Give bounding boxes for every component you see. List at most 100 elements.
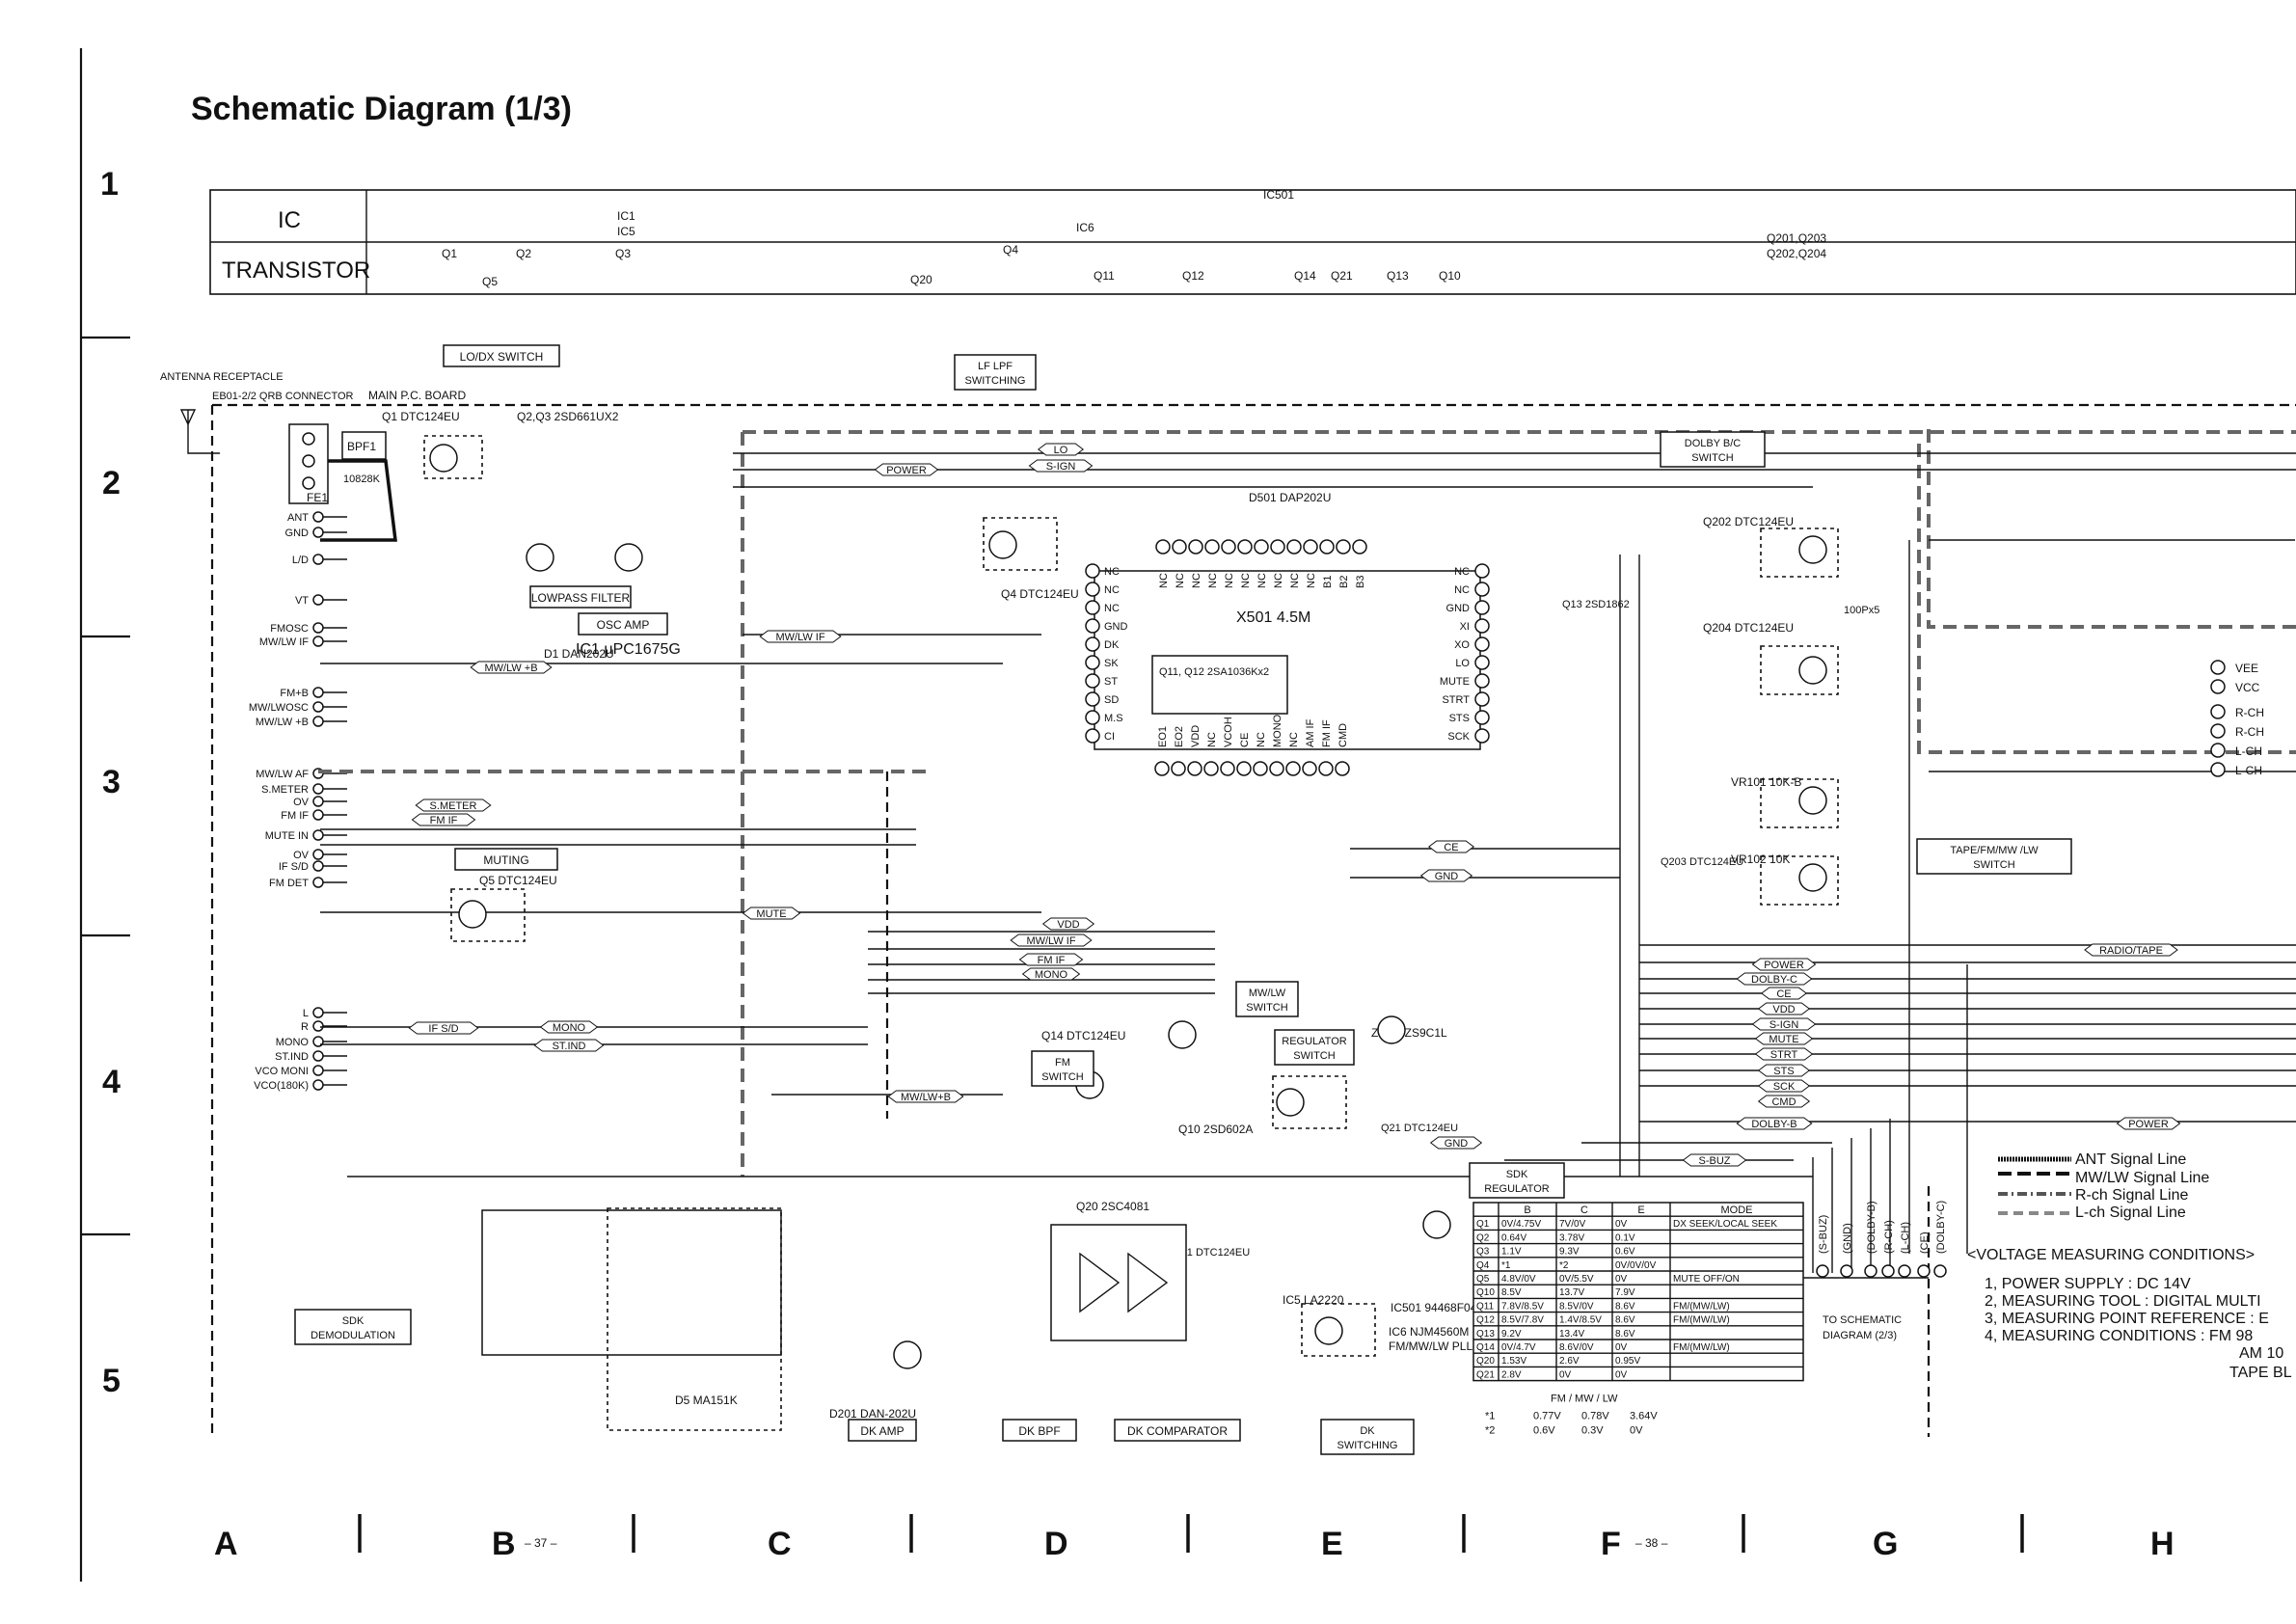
component-label: Q204 DTC124EU [1703,621,1794,635]
ic501-pin-label: STS [1449,713,1470,724]
ic501-pin [1187,761,1202,776]
right-connector-pin [2210,660,2226,675]
connector-pin-label: FM+B [280,688,309,699]
block-label-box [1469,1162,1565,1199]
column-ruler: A B – 37 – C D E F – 38 – G H [214,1514,2174,1562]
ic5-block [481,1207,782,1431]
connector-pin-label: ST.IND [275,1051,309,1063]
bottom-bus-pin [1898,1264,1911,1278]
bus-signal-label: FM IF [430,815,458,826]
block-label-box [529,585,632,609]
bus-signal-label: POWER [2128,1119,2169,1130]
ic501-pin [1269,761,1284,776]
header-transistor-entry: Q11 [1094,269,1115,283]
voltage-table-header: MODE [1721,1204,1753,1216]
connector-pin [312,783,324,795]
transistor-symbols [429,444,1827,1369]
ic501-pin-label: NC [1175,573,1186,588]
voltage-table-cell: 0V/5.5V [1559,1274,1594,1285]
block-label-box [1916,838,2072,875]
voltage-table-cell: 2.6V [1559,1356,1580,1367]
voltage-table-cell: 13.4V [1559,1329,1584,1340]
ic501-pin-label: B3 [1355,576,1366,588]
voltage-table-cell: 0V/0V/0V [1615,1260,1657,1271]
header-transistor-entry: Q14 [1294,269,1316,283]
bottom-bus-pin [1816,1264,1829,1278]
block-label-box [954,354,1037,391]
bus-signal-tag [759,630,842,643]
ic501-pin-label: SCK [1447,731,1470,743]
column-letter: A [214,1526,238,1562]
component-label: Q203 DTC124EU [1661,856,1743,868]
bus-signal-tag [1754,1047,1814,1061]
conditions-line: 4, MEASURING CONDITIONS : FM 98 [1985,1328,2253,1344]
voltage-table-cell: Q3 [1476,1247,1490,1258]
bottom-bus-pin [1917,1264,1931,1278]
component-label: BPF1 [347,440,376,453]
block-label: LO/DX SWITCH [460,350,544,364]
ic501-pin [1474,618,1490,634]
page-title: Schematic Diagram (1/3) [191,91,572,127]
right-connector-pin [2210,762,2226,777]
block-label: SWITCH [1041,1071,1083,1083]
ic501-pin-label: MONO [1272,714,1283,747]
bus-signal-label: MW/LW IF [1026,935,1075,947]
block-label-box [443,344,560,367]
bus-signal-label: GND [1445,1138,1469,1150]
bus-signal-tag [1427,840,1475,853]
block-label-box [578,612,668,636]
bus-signal-label: IF S/D [428,1023,458,1035]
connector-pin [312,1079,324,1091]
right-connector-pin [2210,743,2226,758]
header-transistor-entry: Q21 [1331,269,1353,283]
voltage-table-cell: 8.6V [1615,1315,1635,1326]
block-label: SWITCHING [965,375,1026,387]
connector-pin [312,716,324,727]
connector-pin-label: MONO [276,1037,310,1048]
connector-pin-label: VCO MONI [255,1066,309,1077]
bus-signal-tag [2084,943,2178,957]
block-label: LF LPF [978,361,1013,372]
to-schematic-line: TO SCHEMATIC [1823,1314,1902,1326]
ic501-pin [1474,691,1490,707]
block-label: MUTING [483,853,528,867]
ic501-pin-label: VCOH [1223,717,1234,747]
block-label: SWITCH [1973,859,2014,871]
conditions-line: AM 10 [2239,1345,2283,1362]
voltage-table-footer-cell: *1 [1485,1411,1495,1422]
bus-signal-tag [1757,1064,1811,1077]
ic501-pin [1319,539,1335,555]
ic501-pin [1254,539,1269,555]
right-connector-pin-label: L-CH [2235,764,2262,777]
header-transistor-entry: Q10 [1439,269,1461,283]
ic501-pin-label: NC [1256,732,1267,747]
connector-pin [312,796,324,807]
ic501-pin-label: NC [1191,573,1202,588]
bus-signal-label: MUTE [1769,1034,1798,1045]
header-transistor-label: TRANSISTOR [222,257,370,284]
to-schematic-label: TO SCHEMATIC DIAGRAM (2/3) [1823,1314,1904,1341]
ic501-pin [1474,582,1490,597]
connector-pin [312,1007,324,1018]
ic501-pin-label: NC [1224,573,1235,588]
ic501-pin [1221,539,1236,555]
column-letter: F [1601,1526,1621,1562]
ic501-pin [1085,710,1100,725]
ic501-pin-label: XO [1454,639,1470,651]
ic501-pin-label: NC [1240,573,1252,588]
conditions-line: 1, POWER SUPPLY : DC 14V [1985,1276,2191,1292]
voltage-table-cell: DX SEEK/LOCAL SEEK [1673,1219,1777,1230]
right-connector-pin-label: L-CH [2235,744,2262,758]
ic501-label: X501 4.5M [1236,609,1310,626]
right-connector-pin [2210,704,2226,719]
component-label: D201 DAN-202U [829,1407,916,1421]
transistor-group-boxes [423,435,1839,1357]
bus-signal-tag [1754,1032,1814,1045]
ic501-pin [1172,539,1187,555]
header-transistor-entry: Q4 [1003,243,1018,257]
ic501-pin-label: XI [1460,621,1470,633]
component-label: Q201 DTC124EU [1167,1247,1250,1259]
bus-signal-tag [742,907,801,920]
